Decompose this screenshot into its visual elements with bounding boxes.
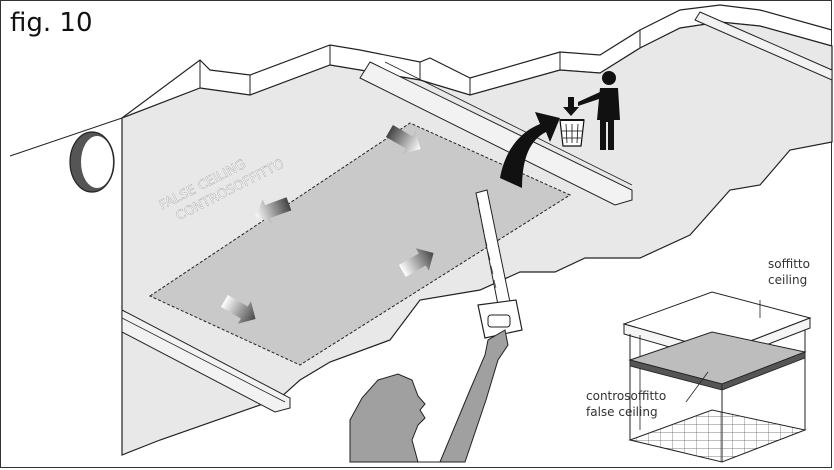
ceiling-light (70, 132, 114, 192)
inset-false-ceiling-en: false ceiling (586, 405, 658, 419)
inset-ceiling-it: soffitto (768, 257, 810, 271)
inset-ceiling-en: ceiling (768, 273, 807, 287)
inset-diagram (624, 292, 810, 462)
inset-false-ceiling-it: controsoffitto (586, 389, 666, 403)
hand-holding-saw-icon (350, 330, 508, 462)
